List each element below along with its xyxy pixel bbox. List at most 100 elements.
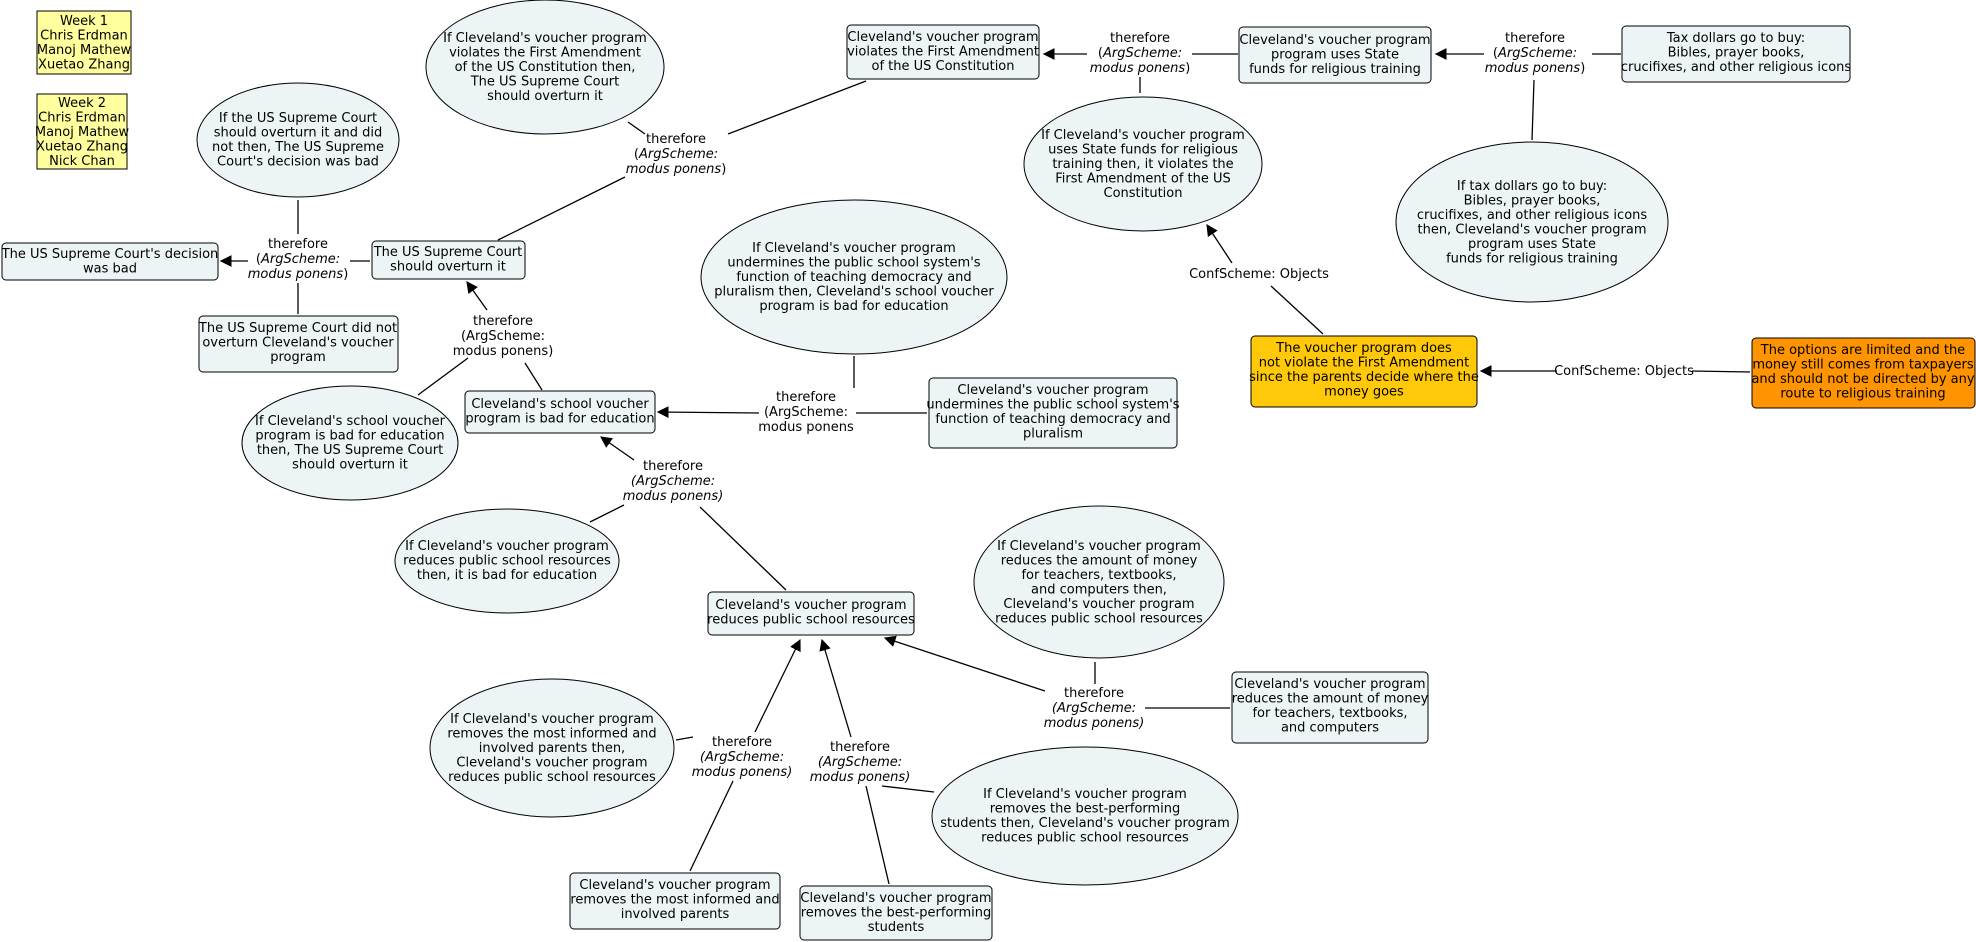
node-text-line: undermines the public school system's — [926, 398, 1179, 413]
connections — [219, 48, 1751, 885]
node-text-line: program uses State — [1271, 48, 1399, 63]
node-text-line: reduces public school resources — [403, 554, 611, 569]
connector-line — [1206, 224, 1233, 264]
node-text-line: First Amendment of the US — [1055, 172, 1231, 187]
concept-node-tax-dollars[interactable]: Tax dollars go to buy:Bibles, prayer boo… — [1621, 25, 1852, 83]
svg-text:modus ponens): modus ponens) — [623, 489, 724, 504]
node-text-line: and computers — [1281, 721, 1379, 736]
svg-text:therefore: therefore — [1064, 686, 1124, 701]
link-label-therefore[interactable]: therefore (ArgScheme: modus ponens) — [1090, 31, 1191, 76]
node-text-line: reduces public school resources — [981, 831, 1189, 846]
node-text-line: then, The US Supreme Court — [257, 443, 443, 458]
svg-text:(ArgScheme:: (ArgScheme: — [1098, 46, 1182, 61]
node-text-line: crucifixes, and other religious icons — [1417, 208, 1648, 223]
node-text-line: route to religious training — [1780, 387, 1945, 402]
node-text-line: for teachers, textbooks, — [1252, 706, 1407, 721]
node-text-line: If the US Supreme Court — [219, 111, 377, 126]
link-label-therefore[interactable]: therefore (ArgScheme: modus ponens — [758, 390, 854, 435]
node-text-line: Cleveland's voucher program — [1234, 677, 1425, 692]
concept-node-if-tax-dollars[interactable]: If tax dollars go to buy:Bibles, prayer … — [1395, 141, 1669, 303]
connector-line — [600, 436, 635, 461]
svg-text:modus ponens): modus ponens) — [810, 770, 911, 785]
node-text-line: training then, it violates the — [1052, 157, 1233, 172]
link-label-therefore[interactable]: therefore (ArgScheme: modus ponens) — [1485, 31, 1586, 76]
node-text-line: program — [270, 350, 326, 365]
link-label-therefore[interactable]: therefore (ArgScheme: modus ponens) — [1044, 686, 1145, 731]
node-text-line: Manoj Mathew — [37, 43, 132, 58]
node-text-line: Constitution — [1104, 186, 1183, 201]
link-label-therefore[interactable]: therefore (ArgScheme: modus ponens) — [810, 740, 911, 785]
link-label-therefore[interactable]: therefore (ArgScheme: modus ponens) — [623, 459, 724, 504]
node-text-line: Cleveland's voucher program — [456, 756, 647, 771]
connector-line — [1691, 370, 1751, 373]
svg-text:(ArgScheme:: (ArgScheme: — [764, 405, 848, 420]
node-text-line: removes the best-performing — [801, 906, 992, 921]
svg-text:modus ponens): modus ponens) — [1044, 716, 1145, 731]
node-text-line: pluralism then, Cleveland's school vouch… — [714, 285, 994, 300]
node-text-line: pluralism — [1023, 427, 1083, 442]
node-text-line: Cleveland's voucher program — [847, 30, 1038, 45]
link-label-therefore[interactable]: therefore (ArgScheme: modus ponens) — [626, 132, 727, 177]
node-text-line: involved parents — [621, 907, 730, 922]
node-text-line: Week 2 — [58, 96, 106, 111]
node-text-line: function of teaching democracy and — [935, 412, 1170, 427]
node-text-line: money still comes from taxpayers — [1752, 358, 1974, 373]
node-text-line: Nick Chan — [49, 154, 115, 169]
connector-line — [1270, 285, 1324, 335]
connector-line — [524, 362, 543, 391]
svg-text:(ArgScheme:: (ArgScheme: — [818, 755, 902, 770]
svg-text:(ArgScheme:: (ArgScheme: — [700, 750, 784, 765]
link-label-therefore[interactable]: therefore (ArgScheme: modus ponens) — [453, 314, 554, 359]
link-label-therefore[interactable]: therefore (ArgScheme: modus ponens) — [248, 237, 349, 282]
node-text-line: students — [868, 920, 925, 935]
connector-line — [1531, 79, 1535, 141]
link-label-confscheme[interactable]: ConfScheme: Objects — [1554, 364, 1694, 379]
link-label-therefore[interactable]: therefore (ArgScheme: modus ponens) — [692, 735, 793, 780]
node-text-line: funds for religious training — [1446, 252, 1618, 267]
node-text-line: Xuetao Zhang — [36, 140, 128, 155]
node-text-line: removes the most informed and — [570, 893, 779, 908]
node-text-line: reduces public school resources — [707, 613, 915, 628]
connector-line — [727, 80, 867, 135]
node-text-line: The voucher program does — [1275, 341, 1452, 356]
node-text-line: overturn Cleveland's voucher — [202, 336, 394, 351]
node-text-line: The options are limited and the — [1760, 343, 1965, 358]
node-text-line: If Cleveland's voucher program — [405, 539, 609, 554]
node-text-line: reduces the amount of money — [1232, 692, 1429, 707]
node-text-line: If Cleveland's voucher program — [450, 712, 654, 727]
link-label-confscheme[interactable]: ConfScheme: Objects — [1189, 267, 1329, 282]
